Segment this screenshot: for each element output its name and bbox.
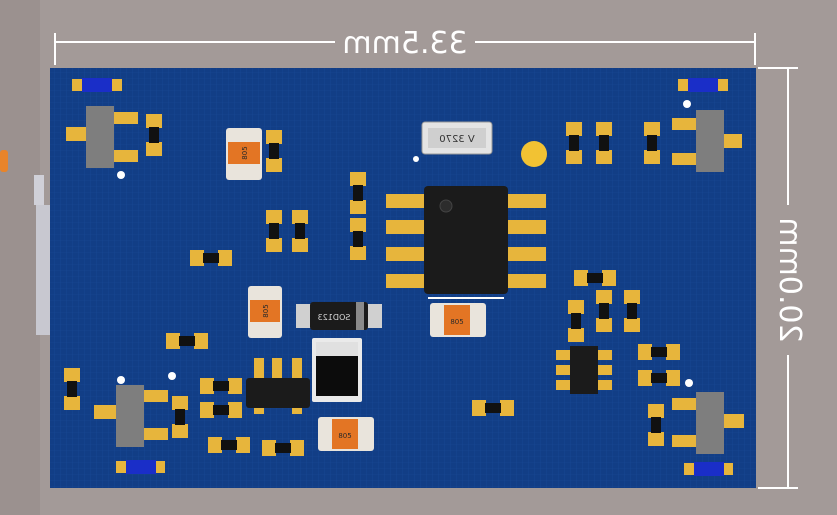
diode-sod123: SOD123 (296, 302, 382, 330)
passive-component (200, 378, 242, 394)
passive-component (648, 404, 664, 446)
regulator-bottom-right (672, 379, 744, 454)
regulator-top-left (66, 106, 138, 179)
background-left (0, 0, 40, 515)
edge-connector (36, 205, 50, 335)
passive-component (64, 368, 80, 410)
regulator-bottom-left (94, 376, 168, 447)
passive-component (638, 370, 680, 386)
tantalum-cap-right: 805 (430, 303, 486, 337)
passive-component (146, 114, 162, 156)
svg-text:805: 805 (262, 304, 270, 317)
svg-text:805: 805 (450, 318, 463, 326)
passive-component (350, 172, 366, 214)
edge-connector-tab-top (34, 175, 44, 205)
passive-component (190, 250, 232, 266)
tantalum-cap-top: 805 (226, 128, 262, 180)
passive-component (262, 440, 304, 456)
ic-sot23-6-right (556, 346, 612, 394)
passive-component (566, 122, 582, 164)
diode-sma (312, 338, 362, 402)
led-top-right (678, 78, 728, 92)
passive-component (266, 130, 282, 172)
tantalum-cap-bottom: 805 (318, 417, 374, 451)
passive-component (644, 122, 660, 164)
height-label: 20.0mm (772, 217, 807, 342)
led-bottom-left (116, 460, 165, 474)
pin1-marker (168, 372, 176, 380)
passive-component (292, 210, 308, 252)
passive-component (568, 300, 584, 342)
svg-text:805: 805 (241, 146, 249, 159)
svg-text:805: 805 (338, 432, 351, 440)
svg-text:SOD123: SOD123 (318, 313, 351, 322)
passive-component (172, 396, 188, 438)
ic-soic8 (386, 186, 546, 299)
fiducial (521, 141, 547, 167)
passive-component (574, 270, 616, 286)
height-dimension (758, 67, 798, 489)
width-label: 33.5mm (342, 26, 467, 61)
svg-text:V 3270: V 3270 (439, 134, 474, 145)
regulator-top-right (672, 100, 742, 172)
tantalum-cap-mid: 805 (248, 286, 282, 338)
led-bottom-right (684, 462, 733, 476)
passive-component (208, 437, 250, 453)
passive-component (596, 290, 612, 332)
passive-component (638, 344, 680, 360)
passive-component (266, 210, 282, 252)
passive-component (596, 122, 612, 164)
passive-component (472, 400, 514, 416)
passive-component (350, 218, 366, 260)
passive-component (166, 333, 208, 349)
passive-component (624, 290, 640, 332)
crystal: V 3270 (413, 121, 493, 162)
width-dimension (54, 33, 756, 65)
led-top-left (72, 78, 122, 92)
ic-sot23-6 (246, 358, 310, 414)
edge-led (0, 150, 8, 172)
passive-component (200, 402, 242, 418)
passives (64, 114, 680, 456)
